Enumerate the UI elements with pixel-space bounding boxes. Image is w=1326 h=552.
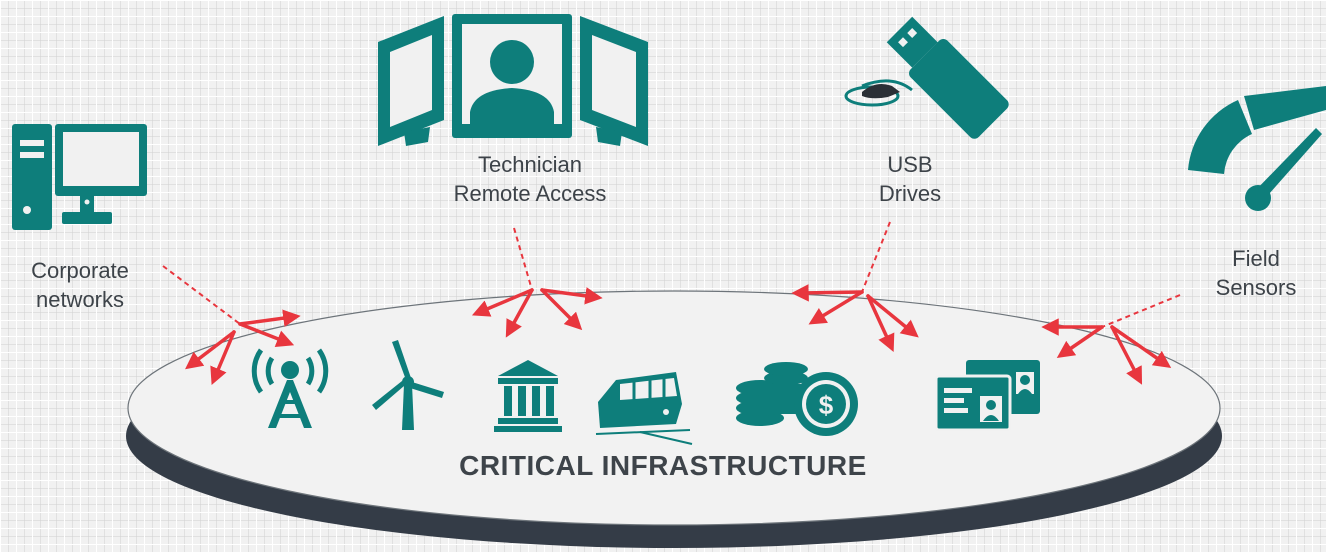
train-icon bbox=[595, 372, 693, 445]
bank-icon bbox=[494, 360, 562, 432]
field-scatter bbox=[1041, 318, 1172, 385]
coins-icon: $ bbox=[736, 362, 858, 436]
attack-paths bbox=[162, 221, 1181, 328]
wind-turbine-icon bbox=[372, 340, 444, 430]
field-attack-line bbox=[1101, 294, 1181, 328]
corporate-networks-label: Corporate networks bbox=[0, 256, 160, 314]
usb-scatter bbox=[791, 284, 919, 352]
field-line1: Field bbox=[1232, 246, 1280, 271]
corporate-attack-line bbox=[162, 265, 241, 325]
technician-scatter bbox=[471, 287, 603, 338]
usb-line2: Drives bbox=[878, 181, 942, 206]
radio-tower-icon bbox=[251, 348, 329, 428]
usb-drive-icon bbox=[844, 16, 1009, 139]
usb-line1: USB bbox=[887, 152, 933, 177]
technician-line1: Technician bbox=[478, 152, 582, 177]
usb-attack-line bbox=[861, 221, 891, 293]
corporate-scatter bbox=[185, 309, 301, 386]
corporate-networks-line1: Corporate bbox=[31, 258, 129, 283]
scatter-arrows bbox=[185, 284, 1172, 386]
critical-infrastructure-title: CRITICAL INFRASTRUCTURE bbox=[459, 450, 867, 481]
desktop-computer-icon bbox=[12, 124, 147, 230]
technician-remote-access-label: Technician Remote Access bbox=[410, 150, 650, 208]
technician-line2: Remote Access bbox=[453, 181, 607, 206]
technician-attack-line bbox=[513, 227, 533, 291]
gauge-icon bbox=[1188, 86, 1326, 211]
svg-text:$: $ bbox=[819, 390, 834, 420]
usb-drives-label: USB Drives bbox=[860, 150, 960, 208]
corporate-networks-line2: networks bbox=[35, 287, 125, 312]
id-cards-icon bbox=[934, 360, 1040, 432]
field-sensors-label: Field Sensors bbox=[1196, 244, 1316, 302]
field-line2: Sensors bbox=[1215, 275, 1297, 300]
technician-monitors-icon bbox=[378, 14, 648, 146]
